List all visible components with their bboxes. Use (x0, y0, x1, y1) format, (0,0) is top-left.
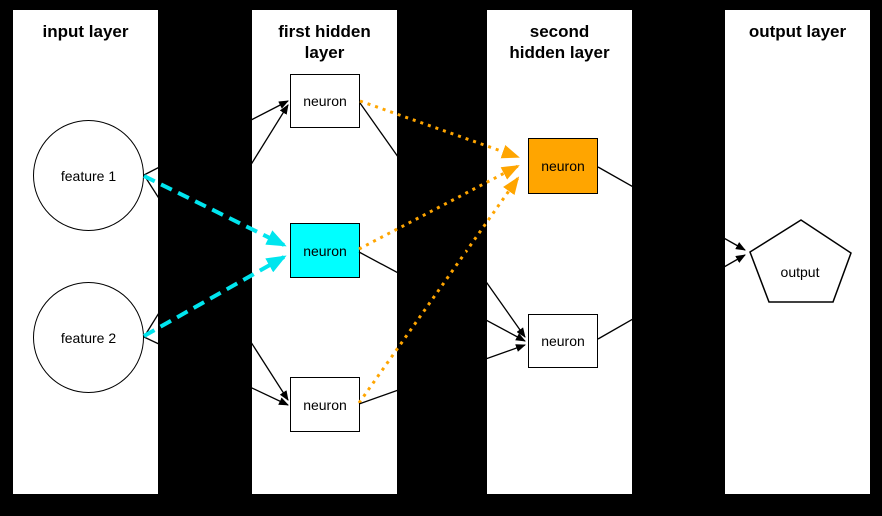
panel-second-hidden-layer: second hidden layer (487, 10, 632, 494)
panel-title-second-hidden: second hidden layer (509, 22, 610, 62)
node-feature-2: feature 2 (33, 282, 144, 393)
panel-title-output: output layer (748, 22, 847, 41)
panel-output-layer: output layer (725, 10, 870, 494)
node-feature-1-label: feature 1 (60, 167, 117, 184)
node-hidden2-neuron-bottom-label: neuron (541, 333, 585, 349)
node-hidden1-neuron-bottom-label: neuron (303, 396, 347, 413)
node-hidden1-neuron-middle-highlighted: neuron (290, 223, 360, 278)
node-hidden1-neuron-top-label: neuron (303, 93, 347, 109)
node-hidden2-neuron-top-label: neuron (541, 158, 585, 174)
node-hidden2-neuron-top-highlighted: neuron (528, 138, 598, 194)
node-hidden2-neuron-bottom: neuron (528, 314, 598, 368)
node-hidden1-neuron-top: neuron (290, 74, 360, 128)
node-hidden1-neuron-bottom: neuron (290, 377, 360, 432)
panel-input-layer: input layer (13, 10, 158, 494)
node-feature-1: feature 1 (33, 120, 144, 231)
node-hidden1-neuron-middle-label: neuron (303, 242, 347, 259)
panel-title-input: input layer (42, 22, 129, 41)
node-feature-2-label: feature 2 (60, 329, 117, 346)
panel-title-first-hidden: first hidden layer (278, 22, 371, 62)
